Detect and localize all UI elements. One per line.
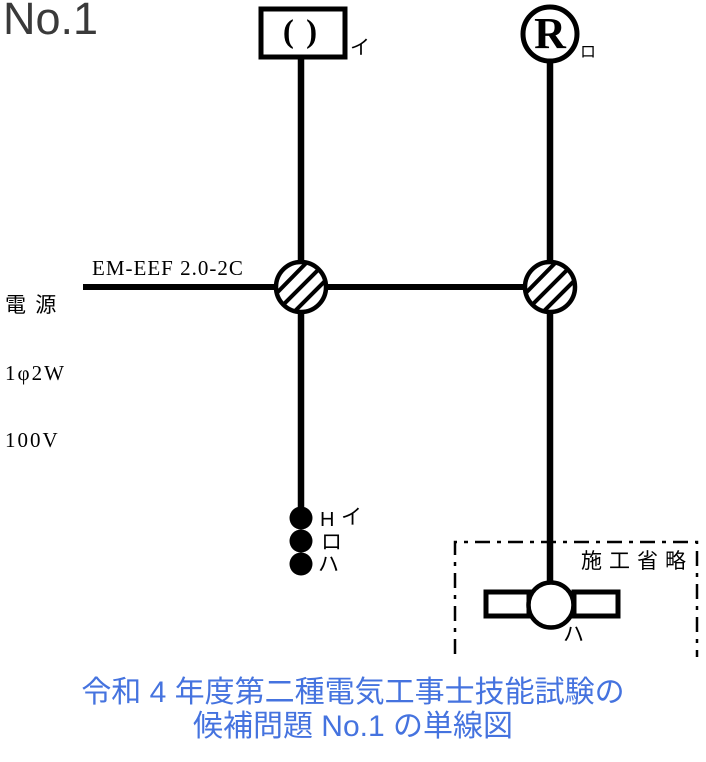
caption: 令和 4 年度第二種電気工事士技能試験の 候補問題 No.1 の単線図 <box>0 676 706 744</box>
fluorescent-wing-right <box>571 589 621 619</box>
ceiling-light-box <box>258 6 348 60</box>
problem-number: No.1 <box>3 0 99 44</box>
switch-dot-1 <box>289 506 313 530</box>
switch-label-2: ロ <box>321 530 342 554</box>
fluorescent-circle <box>526 580 576 630</box>
power-source-block: 電 源 1φ2W 100V <box>5 249 66 497</box>
caption-line-1: 令和 4 年度第二種電気工事士技能試験の <box>81 676 625 709</box>
switch-label-1: イ <box>341 505 362 529</box>
power-source-line-1: 電 源 <box>5 293 59 317</box>
power-source-line-2: 1φ2W <box>5 360 66 385</box>
power-source-line-3: 100V <box>5 428 60 452</box>
omission-label: 施工省略 <box>581 549 693 573</box>
cable-type-label: EM-EEF 2.0-2C <box>92 256 244 280</box>
switch-label-3: ハ <box>318 552 339 576</box>
ceiling-light-label: イ <box>350 37 370 59</box>
lamp-receptacle-circle <box>520 4 580 64</box>
omission-dashed-box <box>453 540 699 657</box>
fluorescent-label: ハ <box>563 622 584 646</box>
caption-line-2: 候補問題 No.1 の単線図 <box>192 710 514 743</box>
fluorescent-wing-left <box>483 589 532 619</box>
switch-dot-3 <box>289 552 313 576</box>
ceiling-light-symbol: ( ) <box>282 13 320 50</box>
switch-dot-2 <box>289 529 313 553</box>
lamp-receptacle-label: ロ <box>580 44 597 61</box>
lamp-receptacle-letter: R <box>534 9 566 59</box>
switch-pilot-mark: H <box>320 509 335 531</box>
